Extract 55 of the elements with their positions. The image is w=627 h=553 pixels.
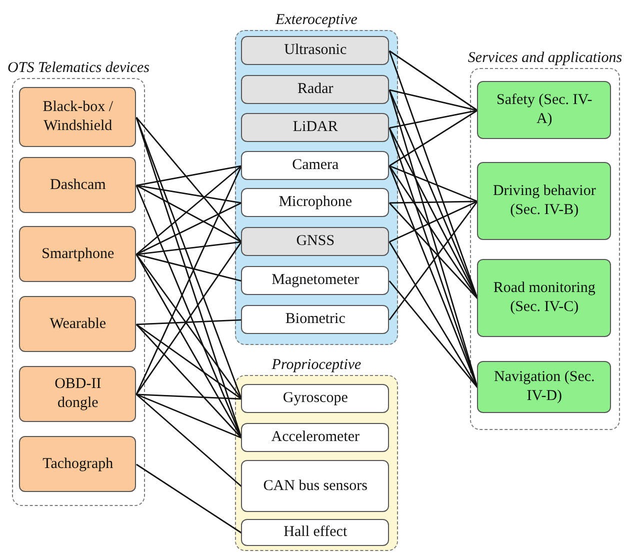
node-box: OBD-II dongle [19, 366, 136, 422]
node-box: Hall effect [241, 519, 390, 546]
connector-line [136, 464, 242, 534]
connector-line [388, 280, 478, 388]
connector-line [136, 324, 242, 400]
connector-line [388, 128, 478, 299]
group-title: Services and applications [466, 49, 624, 67]
connector-line [388, 202, 478, 299]
connector-line [389, 110, 478, 166]
connector-line [136, 165, 242, 186]
connector-line [136, 394, 242, 439]
connector-line [136, 202, 242, 256]
node-box: Dashcam [19, 157, 136, 214]
node-box: Navigation (Sec. IV-D) [477, 361, 612, 414]
connector-line [136, 184, 242, 242]
connector-line [136, 394, 242, 487]
node-box: Tachograph [19, 436, 136, 492]
connector-line [389, 200, 478, 243]
connector-line [389, 89, 478, 112]
connector-line [136, 394, 242, 400]
node-box: Wearable [19, 296, 136, 352]
node-box: Biometric [241, 305, 390, 334]
node-box: Microphone [241, 188, 390, 218]
connector-line [388, 166, 478, 299]
connector-line [136, 319, 242, 326]
node-box: Gyroscope [241, 384, 390, 414]
connector-line [136, 324, 242, 438]
node-box: Driving behavior (Sec. IV-B) [477, 162, 612, 240]
node-box: Safety (Sec. IV-A) [477, 81, 612, 140]
node-box: Radar [241, 75, 390, 104]
connector-line [389, 165, 478, 202]
connector-line [388, 242, 478, 388]
connector-line [389, 110, 478, 129]
connector-line [388, 200, 478, 320]
node-box: Smartphone [19, 226, 136, 282]
connector-line [136, 184, 242, 204]
node-box: LiDAR [241, 113, 390, 142]
node-box: Accelerometer [241, 423, 390, 452]
node-box: GNSS [241, 227, 390, 256]
node-box: Magnetometer [241, 266, 390, 296]
node-box: CAN bus sensors [241, 460, 390, 512]
connector-line [136, 241, 242, 256]
node-box: Ultrasonic [241, 36, 390, 66]
connector-line [136, 165, 242, 255]
group-title: OTS Telematics devices [6, 59, 150, 77]
connector-line [136, 254, 242, 282]
connector-line [136, 116, 242, 242]
connector-line [389, 50, 478, 111]
connector-line [389, 200, 478, 204]
node-box: Road monitoring (Sec. IV-C) [477, 259, 612, 338]
group-title: Proprioceptive [270, 356, 362, 374]
group-title: Exteroceptive [274, 11, 358, 29]
node-box: Black-box / Windshield [19, 87, 136, 148]
connector-line [136, 166, 242, 395]
node-box: Camera [241, 151, 390, 180]
